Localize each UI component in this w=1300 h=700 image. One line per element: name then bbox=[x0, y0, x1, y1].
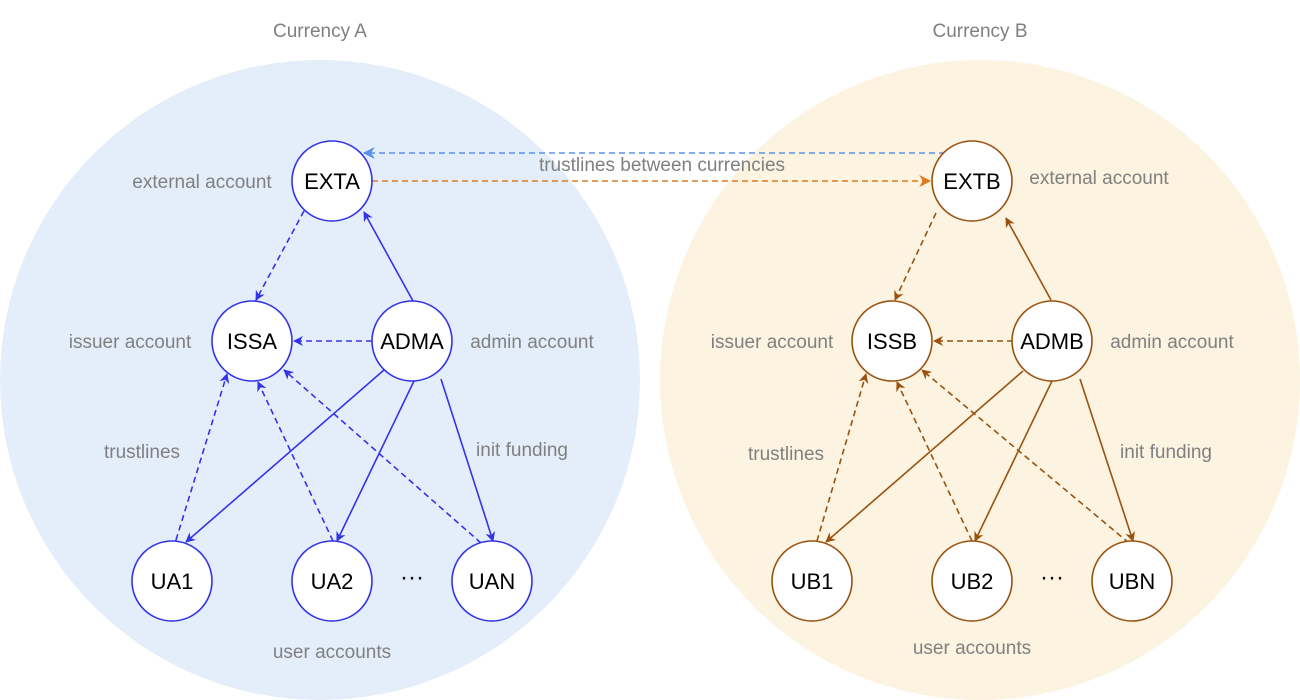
node-ua2-circle bbox=[291, 540, 373, 622]
node-ubn[interactable]: UBN bbox=[1091, 540, 1173, 622]
node-uan[interactable]: UAN bbox=[451, 540, 533, 622]
label-a-user-accounts: user accounts bbox=[273, 642, 391, 663]
edge-adma-exta bbox=[363, 211, 414, 302]
node-extb-label: EXTB bbox=[943, 169, 1000, 194]
node-exta[interactable]: EXTA bbox=[291, 140, 373, 222]
node-adma[interactable]: ADMA bbox=[371, 300, 453, 382]
label-b-issuer-account: issuer account bbox=[711, 332, 834, 353]
currency-b-edges bbox=[809, 212, 1140, 553]
node-adma-circle bbox=[371, 300, 453, 382]
node-ua1[interactable]: UA1 bbox=[131, 540, 213, 622]
node-extb-circle bbox=[931, 140, 1013, 222]
edge-trustline-ubn-issb bbox=[921, 369, 1140, 553]
label-b-trustlines: trustlines bbox=[748, 444, 824, 465]
node-issa[interactable]: ISSA bbox=[211, 300, 293, 382]
label-a-admin-account: admin account bbox=[470, 332, 594, 353]
node-extb[interactable]: EXTB bbox=[931, 140, 1013, 222]
user-accounts-ellipsis-a: ··· bbox=[400, 564, 424, 591]
node-ub2-circle bbox=[931, 540, 1013, 622]
edge-trustline-uan-issa bbox=[283, 369, 492, 553]
node-ua1-circle bbox=[131, 540, 213, 622]
label-a-trustlines: trustlines bbox=[104, 442, 180, 463]
label-b-user-accounts: user accounts bbox=[913, 638, 1031, 659]
node-issb[interactable]: ISSB bbox=[851, 300, 933, 382]
node-ub2-label: UB2 bbox=[951, 569, 994, 594]
label-b-init-funding: init funding bbox=[1120, 442, 1212, 463]
node-ubn-circle bbox=[1091, 540, 1173, 622]
label-b-external-account: external account bbox=[1029, 168, 1169, 189]
node-exta-label: EXTA bbox=[304, 169, 360, 194]
edge-trustline-ua1-issa bbox=[168, 373, 230, 551]
currency-a-edges bbox=[168, 210, 496, 553]
node-ub2[interactable]: UB2 bbox=[931, 540, 1013, 622]
currency-b-title: Currency B bbox=[932, 21, 1027, 42]
node-issb-circle bbox=[851, 300, 933, 382]
between-currencies-label: trustlines between currencies bbox=[539, 155, 785, 176]
node-ub1-label: UB1 bbox=[791, 569, 834, 594]
node-ua2-label: UA2 bbox=[311, 569, 354, 594]
node-admb-circle bbox=[1011, 300, 1093, 382]
node-exta-circle bbox=[291, 140, 373, 222]
node-uan-label: UAN bbox=[469, 569, 515, 594]
label-a-init-funding: init funding bbox=[476, 440, 568, 461]
edge-trustline-ub1-issb bbox=[809, 373, 869, 552]
edge-extb-issb bbox=[894, 212, 937, 301]
node-ubn-label: UBN bbox=[1109, 569, 1155, 594]
node-admb-label: ADMB bbox=[1020, 329, 1084, 354]
currency-a-nodes: EXTA ISSA ADMA UA1 UA2 UAN ··· bbox=[131, 140, 533, 622]
label-b-admin-account: admin account bbox=[1110, 332, 1234, 353]
user-accounts-ellipsis-b: ··· bbox=[1040, 564, 1064, 591]
node-admb[interactable]: ADMB bbox=[1011, 300, 1093, 382]
currency-b-nodes: EXTB ISSB ADMB UB1 UB2 UBN ··· bbox=[771, 140, 1173, 622]
label-a-issuer-account: issuer account bbox=[69, 332, 192, 353]
node-adma-label: ADMA bbox=[380, 329, 444, 354]
node-ub1-circle bbox=[771, 540, 853, 622]
label-a-external-account: external account bbox=[132, 172, 272, 193]
node-issa-label: ISSA bbox=[227, 329, 277, 354]
node-ub1[interactable]: UB1 bbox=[771, 540, 853, 622]
node-issa-circle bbox=[211, 300, 293, 382]
currency-a-title: Currency A bbox=[273, 21, 367, 42]
node-ua1-label: UA1 bbox=[151, 569, 194, 594]
node-ua2[interactable]: UA2 bbox=[291, 540, 373, 622]
edge-exta-issa bbox=[255, 210, 305, 301]
node-issb-label: ISSB bbox=[867, 329, 917, 354]
edge-admb-extb bbox=[1005, 217, 1052, 301]
node-uan-circle bbox=[451, 540, 533, 622]
